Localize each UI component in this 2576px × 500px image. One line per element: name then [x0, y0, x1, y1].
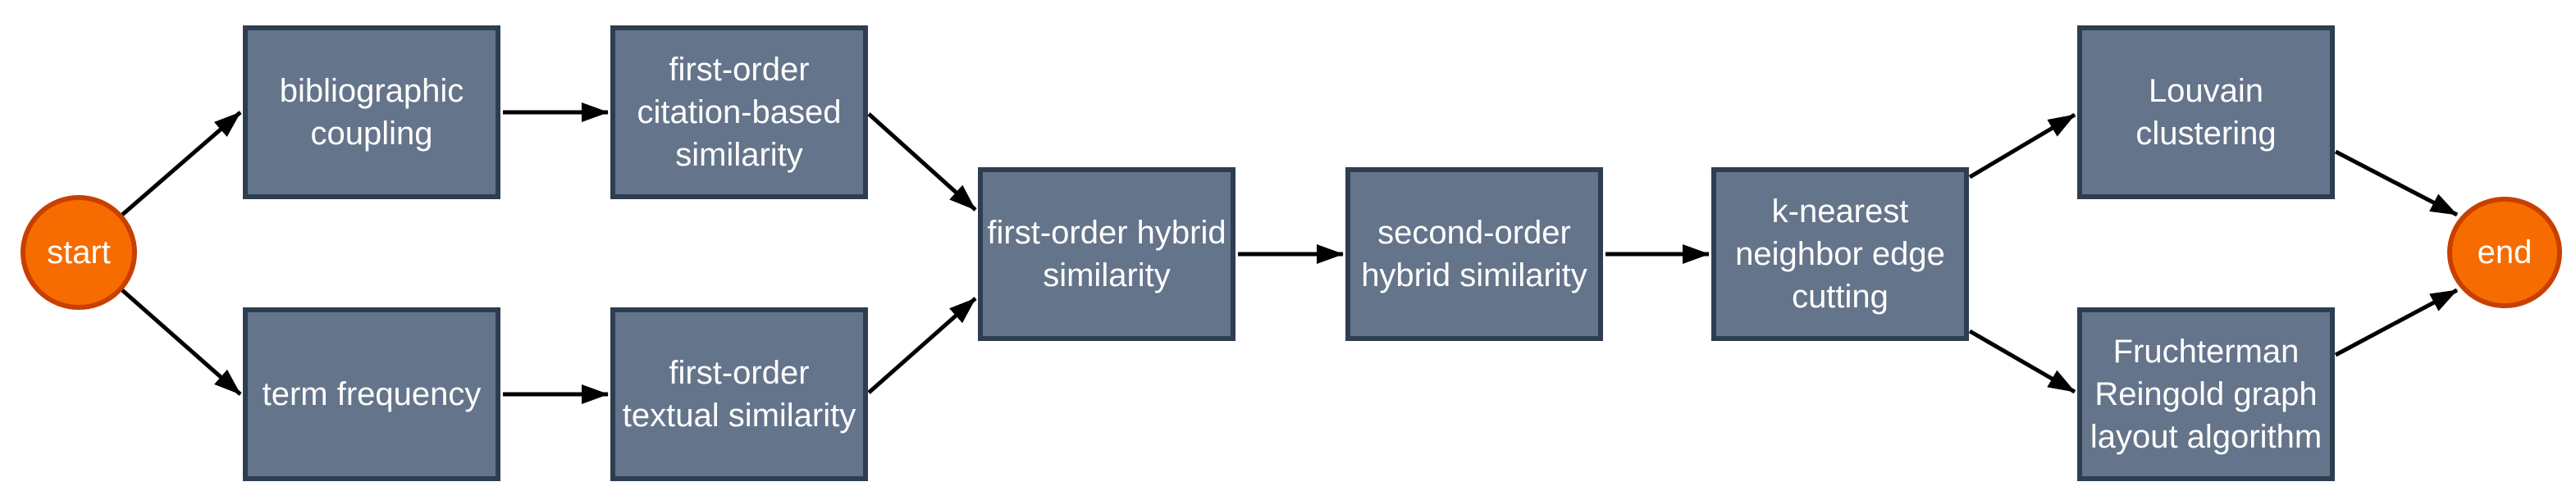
edge-textual-similarity-to-first-order-hybrid: [867, 297, 977, 394]
edge-knn-edge-cutting-to-louvain-clustering: [1968, 112, 2076, 180]
k-nearest-neighbor-edge-cutting-node-shape: [1711, 167, 1969, 341]
edge-start-to-term-frequency: [121, 289, 242, 396]
edges-layer: [121, 102, 2459, 404]
fruchterman-reingold-node-shape: [2077, 307, 2335, 481]
end-node-shape: [2447, 197, 2562, 308]
edge-start-to-bibliographic-coupling: [121, 111, 242, 216]
first-order-citation-based-similarity-node-shape: [610, 25, 868, 199]
edge-fruchterman-reingold-to-end: [2334, 288, 2459, 357]
nodes-layer: [21, 25, 2562, 481]
edge-louvain-clustering-to-end: [2334, 149, 2459, 217]
edge-knn-edge-cutting-to-fruchterman-reingold: [1968, 329, 2076, 394]
louvain-clustering-node-shape: [2077, 25, 2335, 199]
second-order-hybrid-similarity-node-shape: [1345, 167, 1603, 341]
term-frequency-node-shape: [243, 307, 500, 481]
edge-citation-based-similarity-to-first-order-hybrid: [867, 112, 977, 211]
first-order-hybrid-similarity-node-shape: [978, 167, 1235, 341]
start-node-shape: [21, 195, 137, 310]
bibliographic-coupling-node-shape: [243, 25, 500, 199]
first-order-textual-similarity-node-shape: [610, 307, 868, 481]
